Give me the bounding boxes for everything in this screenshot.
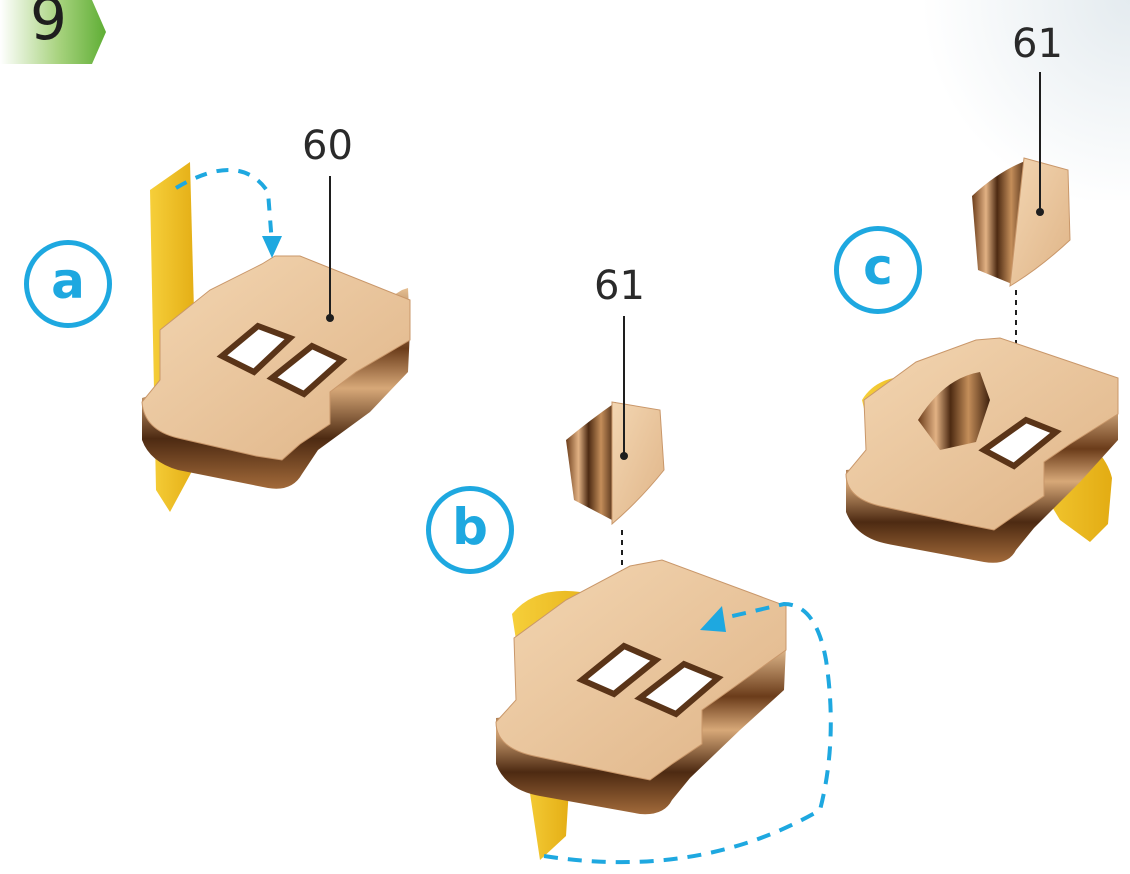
leader-dot-b (620, 452, 628, 460)
part-label-61-b: 61 (594, 266, 645, 306)
block-61-b-face (612, 402, 664, 524)
sub-step-c-circle: c (834, 226, 922, 314)
part-label-61-c: 61 (1012, 24, 1063, 64)
leader-dot-a (326, 314, 334, 322)
part-label-60: 60 (302, 126, 353, 166)
sub-step-c-letter: c (863, 242, 893, 292)
block-61-b-side (566, 402, 616, 520)
panel-b (496, 316, 831, 862)
panel-a (142, 162, 410, 512)
sub-step-b-circle: b (426, 486, 514, 574)
sub-step-a-letter: a (51, 256, 85, 306)
rotate-arrowhead-a (262, 236, 282, 258)
sub-step-a-circle: a (24, 240, 112, 328)
leader-dot-c (1036, 208, 1044, 216)
sub-step-b-letter: b (452, 502, 488, 552)
panel-c (846, 72, 1118, 563)
